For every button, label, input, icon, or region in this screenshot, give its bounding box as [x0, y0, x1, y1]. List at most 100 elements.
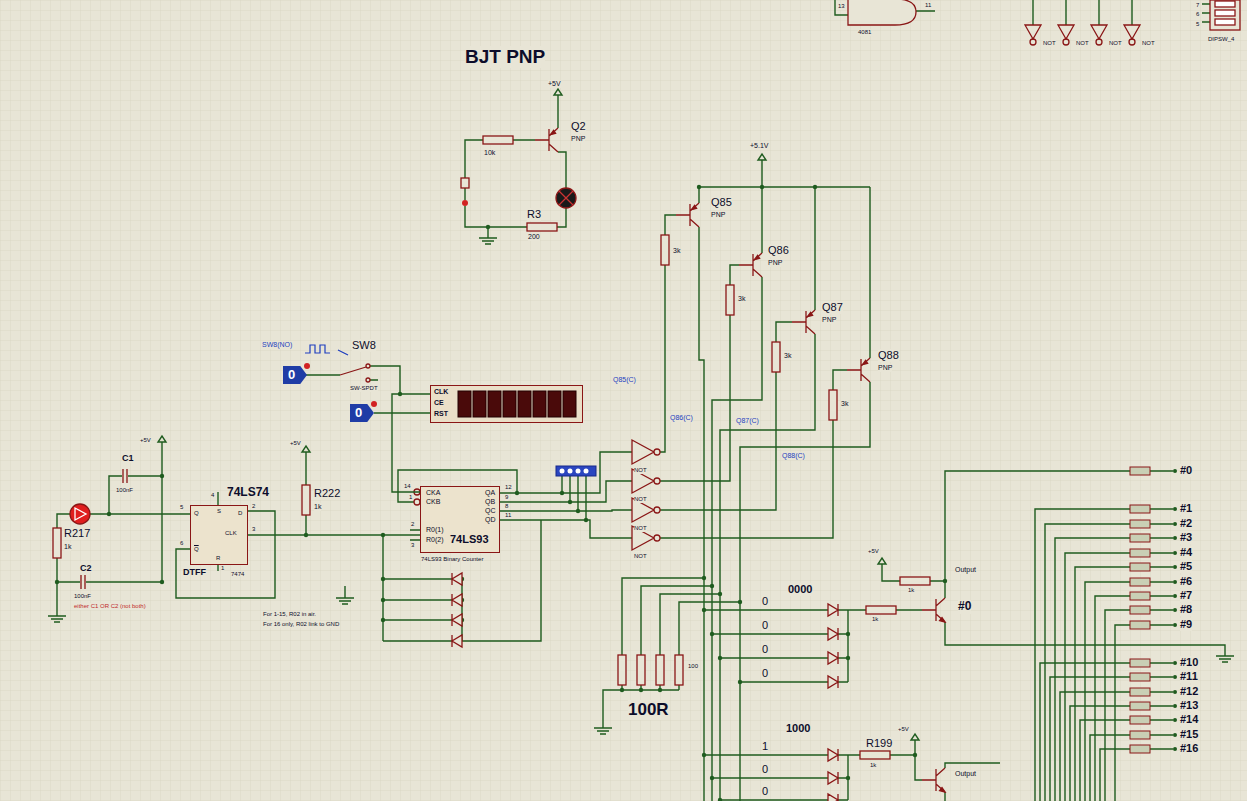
output-label: #2	[1180, 517, 1192, 530]
gate-label: NOT	[634, 525, 647, 532]
wire-part	[1150, 471, 1173, 749]
logic-state: 0	[350, 404, 374, 422]
wire-part	[1216, 650, 1234, 662]
pulse-icon-part	[305, 345, 348, 355]
component-symbol-part	[675, 655, 683, 685]
output-bar-part	[1130, 505, 1150, 513]
counter-display-part-part	[548, 391, 561, 417]
part-name: Q87	[822, 301, 843, 314]
pin-number: 9	[505, 494, 508, 501]
output-label: #12	[1180, 685, 1198, 698]
pin-header-part	[568, 469, 573, 474]
junction-dot-part	[1173, 623, 1177, 627]
gate-label: NOT	[1076, 40, 1089, 47]
junction-dot-part	[381, 618, 385, 622]
component-symbol-part	[1129, 39, 1135, 45]
wire-part	[704, 471, 1225, 682]
counter-display-part-part	[503, 391, 516, 417]
component-symbol-part	[656, 655, 664, 685]
component-symbol	[53, 0, 1240, 801]
component-symbol-part	[452, 573, 462, 585]
component-symbol-part	[860, 751, 890, 759]
component-symbol-part	[828, 676, 838, 688]
component-symbol-part	[848, 0, 916, 25]
wire-connector	[248, 534, 420, 535]
counter-display-part-part	[563, 391, 576, 417]
note: For 1-15, R02 in air.	[263, 611, 316, 618]
junction-dot-part	[568, 500, 572, 504]
gate-label: NOT	[634, 467, 647, 474]
output-label: #16	[1180, 742, 1198, 755]
component-symbol-part	[900, 577, 930, 585]
counter-display-part	[458, 391, 576, 417]
part-value: PNP	[822, 316, 836, 324]
part-value: 1k	[870, 762, 876, 769]
junction-dot-part	[710, 632, 714, 636]
component-symbol-part	[340, 367, 366, 375]
bit-value: 0	[762, 785, 768, 798]
counter-display-part-part	[488, 391, 501, 417]
component-symbol-part	[366, 378, 370, 382]
junction-dot-part	[1173, 469, 1177, 473]
part-value: 3k	[673, 247, 680, 255]
code-label: 0000	[788, 583, 812, 596]
part-name: C1	[122, 453, 134, 463]
pin-name: CKA	[426, 489, 440, 497]
counter-display-part-part	[533, 391, 546, 417]
output-label: #6	[1180, 575, 1192, 588]
wire-connector	[374, 412, 430, 413]
component-symbol-part	[1025, 25, 1140, 39]
bit-value: 0	[762, 763, 768, 776]
junction-dot-part	[1173, 661, 1177, 665]
junction-dot-part	[560, 491, 564, 495]
wire-part	[465, 103, 566, 232]
pin-name: R	[216, 555, 220, 562]
output-bar-part	[1130, 716, 1150, 724]
junction-dot-part	[1173, 522, 1177, 526]
pin-name: RST	[434, 410, 448, 418]
node-text: 0	[288, 368, 295, 383]
component-symbol-part	[452, 635, 462, 647]
output-label: #13	[1180, 699, 1198, 712]
pin-name: QC	[485, 507, 496, 515]
component-symbol-part	[922, 598, 945, 622]
output-bar	[1130, 467, 1150, 753]
junction-dot-part	[1173, 747, 1177, 751]
counter-display-part	[430, 385, 583, 423]
output-label: #7	[1180, 589, 1192, 602]
pin-number: 7	[1196, 2, 1199, 9]
component-symbol-part	[632, 526, 660, 550]
flip-flop-ic: 74LS74SDQCLKQRDTFF7474	[190, 505, 248, 565]
component-symbol-part	[70, 504, 90, 524]
component-symbol-part	[527, 223, 557, 231]
part-name: R217	[64, 527, 90, 540]
logic-state: 0	[283, 366, 307, 384]
junction-dot	[55, 185, 1177, 801]
component-symbol-part	[792, 310, 815, 334]
output-bar-part	[1130, 549, 1150, 557]
junction-dot-part	[702, 608, 706, 612]
junction-dot-part	[718, 592, 722, 596]
component-symbol-part	[828, 794, 838, 801]
part-value: 1k	[872, 616, 878, 623]
note: either C1 OR C2 (not both)	[74, 603, 146, 610]
output-bar-part	[1130, 745, 1150, 753]
output-bar-part	[1130, 578, 1150, 586]
part-value: 100nF	[74, 593, 91, 600]
junction-dot-part	[846, 632, 850, 636]
counter-display	[430, 385, 583, 423]
heading: BJT PNP	[465, 46, 545, 68]
counter-display-part-part	[458, 391, 471, 417]
output-label: #1	[1180, 502, 1192, 515]
component-symbol-part	[726, 285, 734, 315]
gate-label: NOT	[634, 553, 647, 560]
part-value: SW-SPDT	[350, 385, 378, 392]
pin-number: 8	[505, 503, 508, 510]
part-value: 10k	[484, 149, 495, 157]
pin-name: R0(2)	[426, 536, 444, 544]
component-symbol-part	[772, 342, 780, 372]
counter-display-part-part	[473, 391, 486, 417]
wire-connector	[392, 394, 430, 492]
